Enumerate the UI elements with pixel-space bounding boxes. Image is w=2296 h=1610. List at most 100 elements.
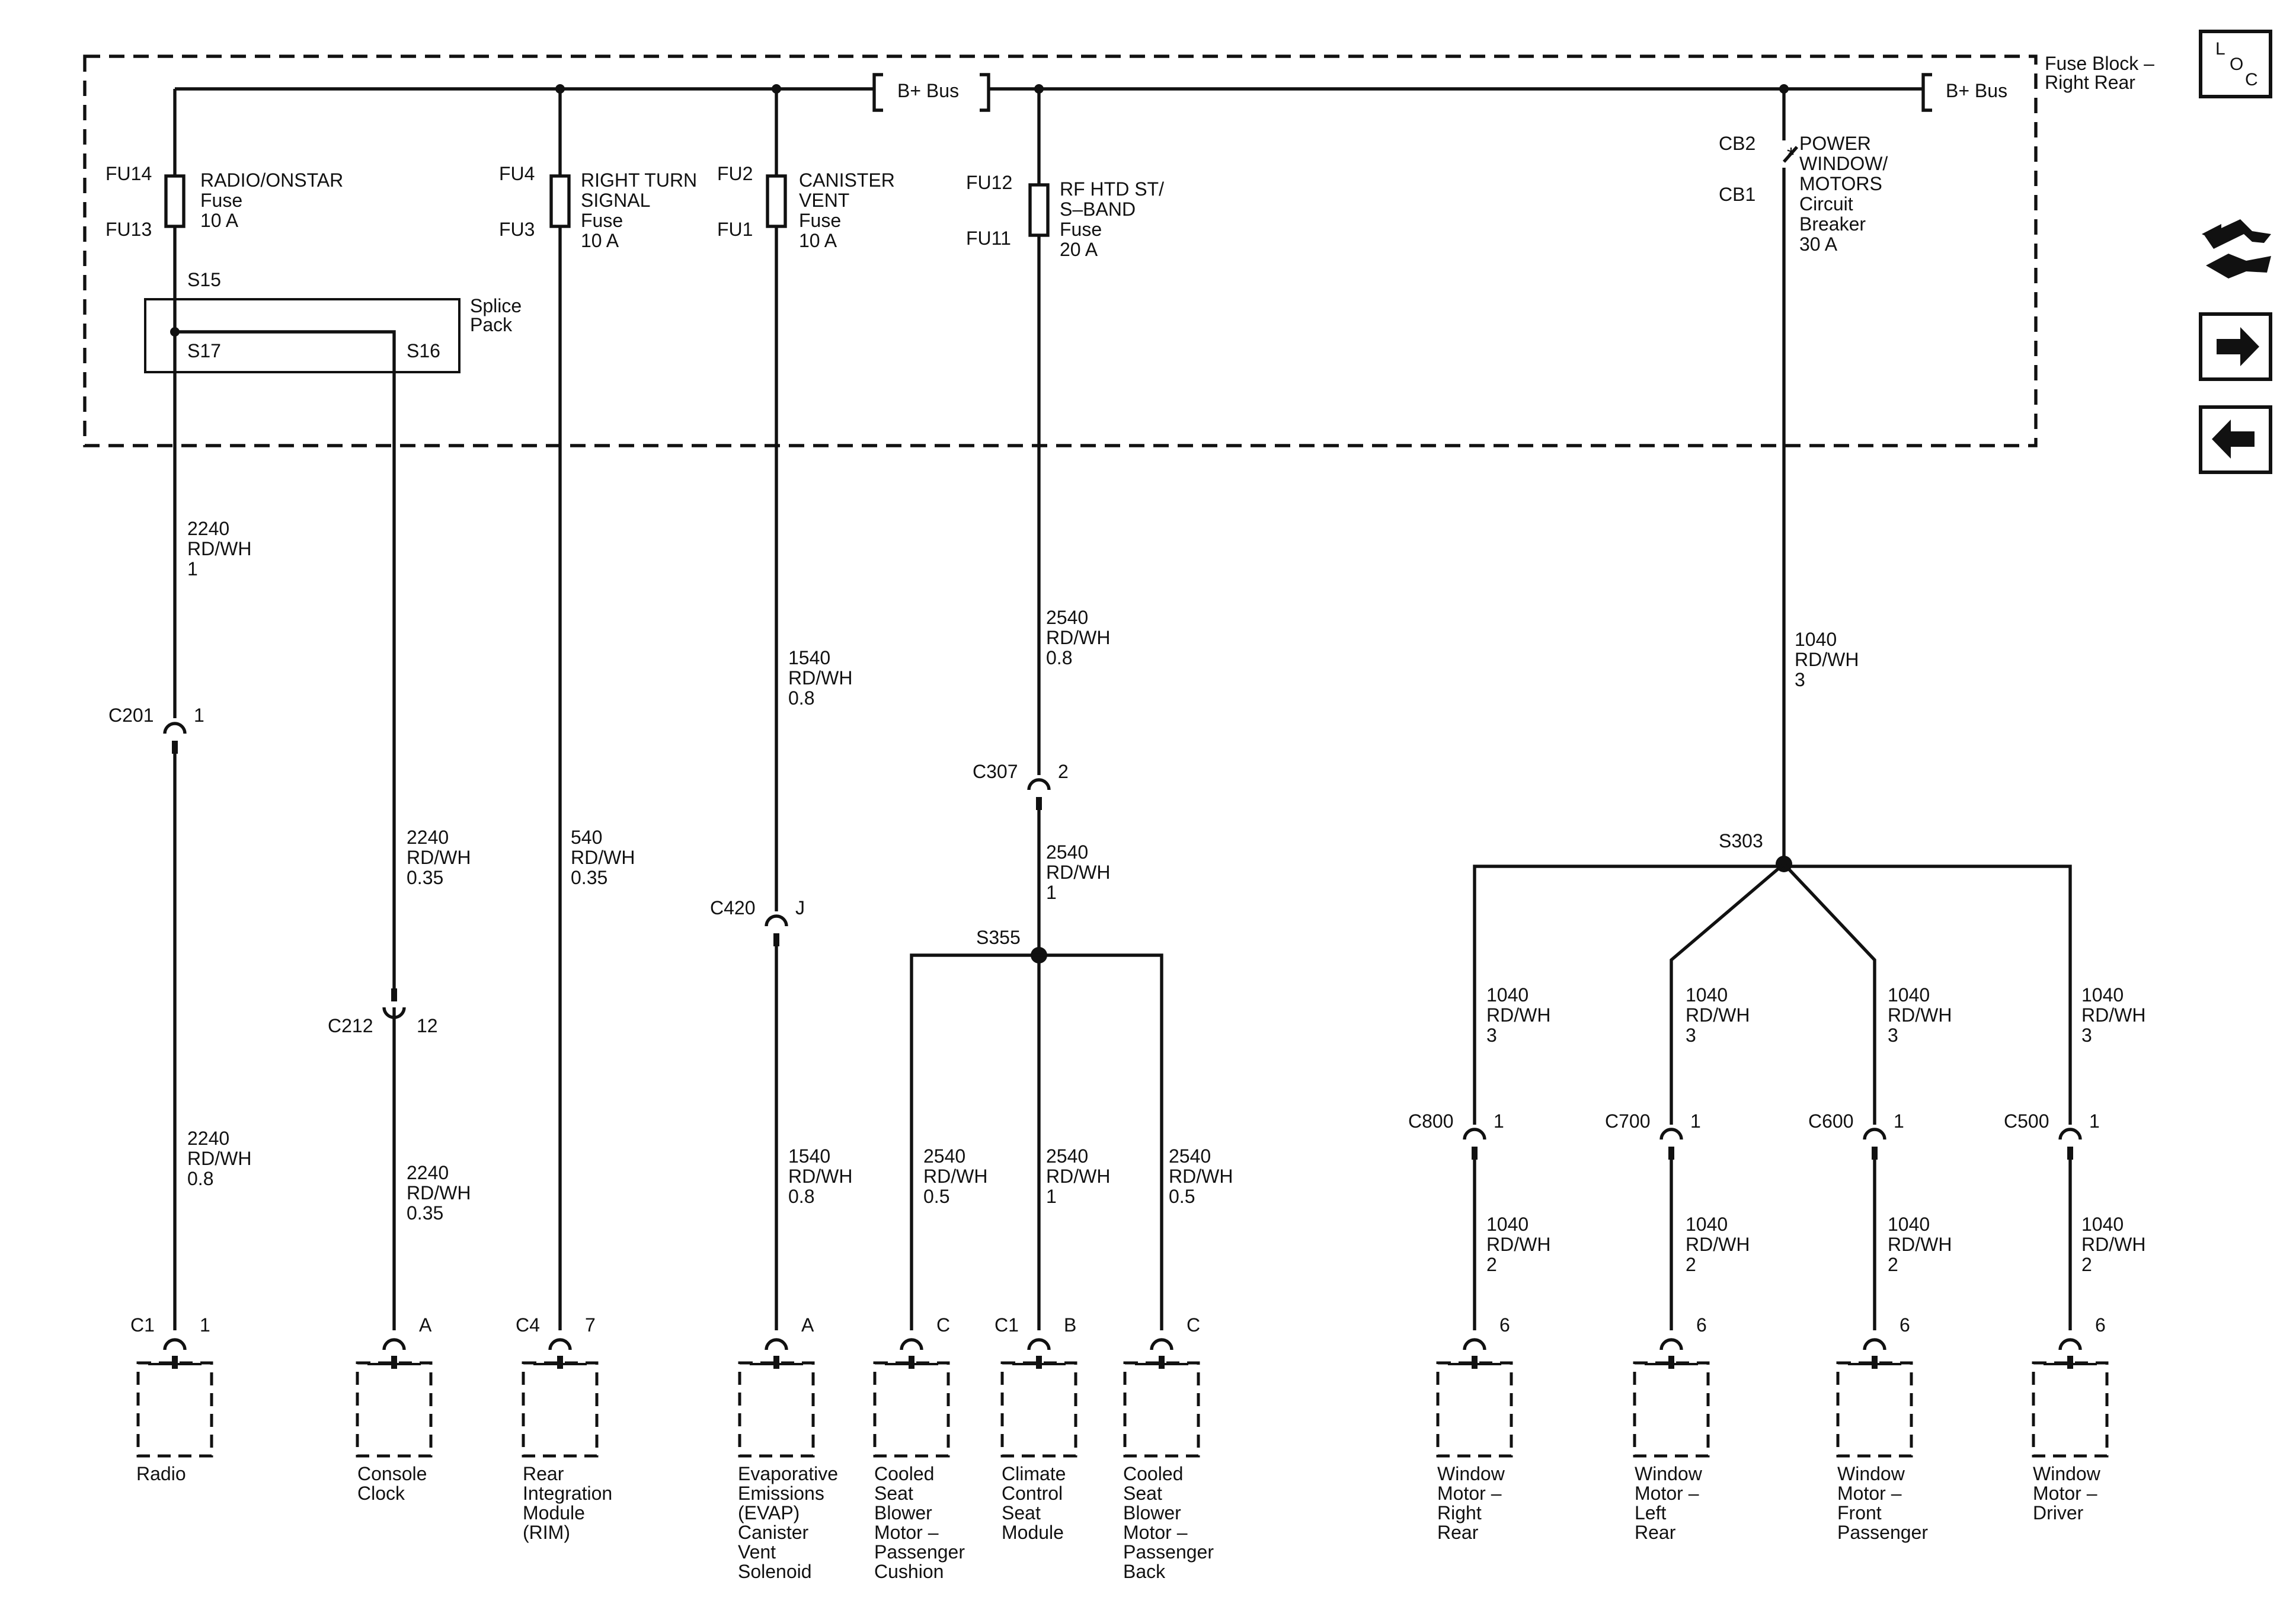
svg-text:RD/WH: RD/WH <box>788 667 852 689</box>
component-name-line: Cooled <box>1123 1463 1183 1484</box>
fuse-block-title-2: Right Rear <box>2045 72 2135 93</box>
component-name-line: Evaporative <box>738 1463 838 1484</box>
svg-text:RD/WH: RD/WH <box>788 1166 852 1187</box>
component-name-line: Passenger <box>874 1541 965 1563</box>
fuse-fu11-label: FU11 <box>966 228 1011 249</box>
component-name-line: Canister <box>738 1522 809 1543</box>
component-name-line: Motor – <box>1837 1483 1902 1504</box>
svg-text:540: 540 <box>571 827 602 848</box>
inline-connector-name: C212 <box>328 1015 373 1036</box>
svg-text:RD/WH: RD/WH <box>923 1166 987 1187</box>
svg-text:0.35: 0.35 <box>407 867 443 888</box>
component-pin-label: 6 <box>2095 1314 2106 1336</box>
component-name-line: Motor – <box>874 1522 939 1543</box>
component-pin-label: 7 <box>585 1314 596 1336</box>
fuse-fu13-label: FU13 <box>105 219 152 240</box>
inline-connector-pin: 1 <box>2089 1110 2100 1132</box>
svg-text:1: 1 <box>187 558 198 580</box>
svg-text:Fuse: Fuse <box>1060 219 1102 240</box>
svg-text:3: 3 <box>1486 1025 1497 1046</box>
svg-text:2: 2 <box>1686 1254 1696 1275</box>
connector-tools-icon[interactable] <box>2202 219 2271 279</box>
splice-s303: S303 1040 RD/WH 3 1040 RD/WH 3 1040 RD/W… <box>1473 830 2145 1330</box>
fuse-fu1-label: FU1 <box>717 219 753 240</box>
component-name-line: Module <box>1002 1522 1064 1543</box>
svg-text:2: 2 <box>1486 1254 1497 1275</box>
svg-text:RIGHT TURN: RIGHT TURN <box>581 169 697 191</box>
component-name-line: Climate <box>1002 1463 1066 1484</box>
svg-text:O: O <box>2230 55 2243 74</box>
svg-text:RD/WH: RD/WH <box>1169 1166 1233 1187</box>
svg-text:0.8: 0.8 <box>1046 647 1072 668</box>
fuse-name-line: 10 A <box>200 210 239 231</box>
component-name-line: Window <box>1437 1463 1505 1484</box>
svg-text:2540: 2540 <box>1046 1145 1088 1167</box>
svg-text:2240: 2240 <box>187 518 229 539</box>
svg-text:1540: 1540 <box>788 647 830 668</box>
component-name-line: Back <box>1123 1561 1166 1582</box>
inline-connector-pin: J <box>795 897 805 918</box>
svg-text:RD/WH: RD/WH <box>407 1182 471 1204</box>
component-3: AEvaporativeEmissions(EVAP)CanisterVentS… <box>738 1314 838 1582</box>
svg-text:RD/WH: RD/WH <box>1686 1234 1750 1255</box>
svg-text:POWER: POWER <box>1799 133 1871 154</box>
svg-text:RD/WH: RD/WH <box>1888 1004 1952 1026</box>
component-name-line: Motor – <box>1437 1483 1502 1504</box>
fuse-right-turn-signal: FU4 FU3 RIGHT TURN SIGNAL Fuse 10 A 540 … <box>499 89 697 1330</box>
inline-connector-pin: 1 <box>1894 1110 1904 1132</box>
loc-icon[interactable]: L O C <box>2199 30 2272 98</box>
svg-text:RF HTD ST/: RF HTD ST/ <box>1060 178 1164 200</box>
component-pin-label: 6 <box>1900 1314 1910 1336</box>
svg-text:Fuse: Fuse <box>581 210 623 231</box>
splice-pack-label-2: Pack <box>470 314 513 335</box>
arrow-right-icon[interactable] <box>2199 312 2272 381</box>
component-name-line: Window <box>1837 1463 1905 1484</box>
svg-text:C: C <box>2245 70 2258 89</box>
component-name-line: Solenoid <box>738 1561 812 1582</box>
svg-text:0.5: 0.5 <box>923 1186 949 1207</box>
inline-connector-name: C600 <box>1808 1110 1854 1132</box>
svg-text:10 A: 10 A <box>799 230 837 251</box>
svg-text:3: 3 <box>1795 669 1805 690</box>
svg-text:2: 2 <box>1888 1254 1898 1275</box>
fuse-rf-htd-st-s-band: FU12 FU11 RF HTD ST/ S–BAND Fuse 20 A 25… <box>966 89 1164 1330</box>
arrow-left-icon[interactable] <box>2199 405 2272 474</box>
svg-text:1040: 1040 <box>2081 984 2124 1006</box>
svg-text:RD/WH: RD/WH <box>1486 1004 1550 1026</box>
svg-text:20 A: 20 A <box>1060 239 1098 260</box>
svg-text:CANISTER: CANISTER <box>799 169 895 191</box>
breaker-cb1-label: CB1 <box>1719 184 1755 205</box>
svg-text:2540: 2540 <box>923 1145 965 1167</box>
fuse-fu3-label: FU3 <box>499 219 535 240</box>
component-pin-label: C <box>936 1314 950 1336</box>
svg-text:0.35: 0.35 <box>407 1202 443 1224</box>
component-pin-label: C <box>1187 1314 1200 1336</box>
svg-text:2240: 2240 <box>407 1162 449 1183</box>
component-name-line: Module <box>523 1502 585 1523</box>
component-connector-label: C1 <box>994 1314 1019 1336</box>
component-name-line: Rear <box>1437 1522 1479 1543</box>
svg-text:RD/WH: RD/WH <box>1486 1234 1550 1255</box>
splice-s355: S355 2540 RD/WH 0.5 2540 RD/WH 1 2540 RD… <box>910 927 1233 1330</box>
svg-text:1040: 1040 <box>1686 1214 1728 1235</box>
fuse-block-outline <box>83 55 2038 447</box>
splice-s16-label: S16 <box>407 340 440 361</box>
fuse-fu14-label: FU14 <box>105 163 152 184</box>
breaker-cb2-label: CB2 <box>1719 133 1755 154</box>
inline-connector-name: C700 <box>1605 1110 1651 1132</box>
svg-text:2540: 2540 <box>1046 841 1088 863</box>
splice-pack-label-1: Splice <box>470 295 522 316</box>
splice-s17-label: S17 <box>187 340 221 361</box>
breaker-asterisk: * <box>1787 143 1795 167</box>
component-pin-label: B <box>1064 1314 1076 1336</box>
svg-text:RD/WH: RD/WH <box>1795 649 1859 670</box>
